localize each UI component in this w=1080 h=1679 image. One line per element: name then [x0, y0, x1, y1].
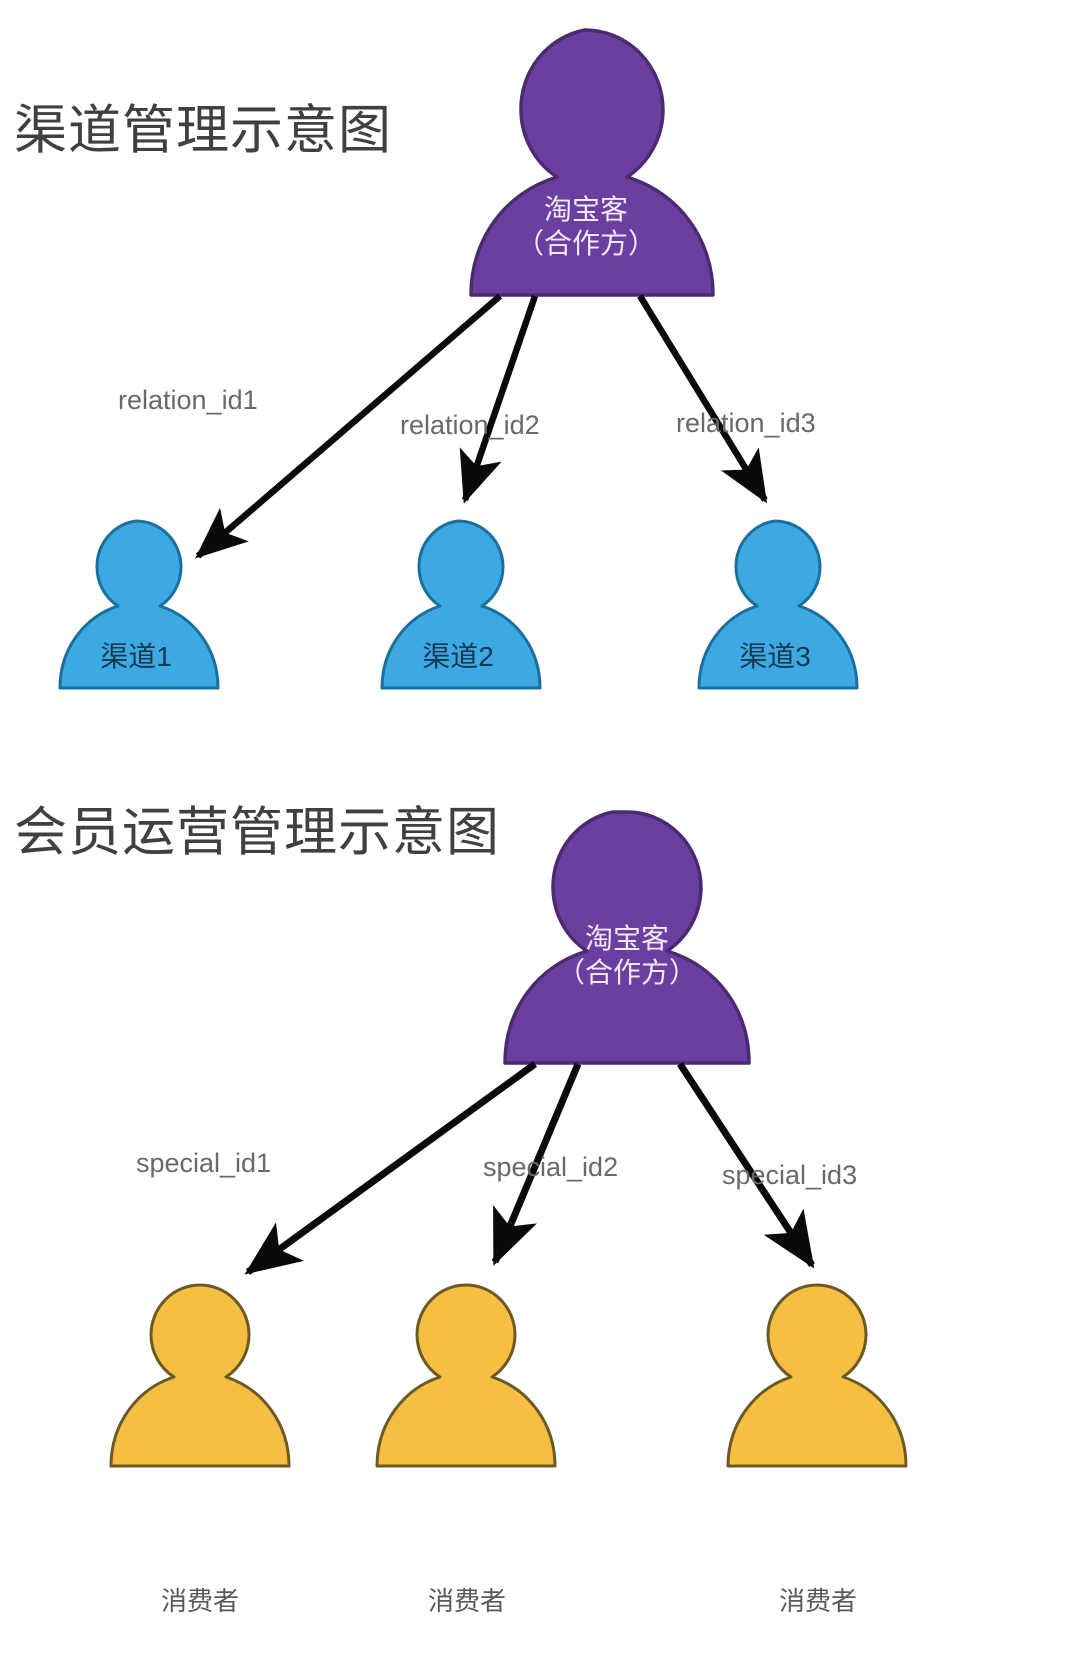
edge-special-id3 — [677, 1062, 815, 1269]
node-label-taobaoke-name-2: 淘宝客 — [584, 923, 669, 954]
node-consumer-3[interactable] — [726, 1283, 908, 1468]
node-label-taobaoke-subtitle: （合作方） — [515, 228, 656, 259]
edge-relation-id1 — [195, 293, 503, 559]
node-label-taobaoke-section1: 淘宝客 （合作方） — [466, 193, 706, 261]
section-title-channel-management: 渠道管理示意图 — [14, 101, 392, 160]
edge-label-relation-id3: relation_id3 — [676, 408, 816, 438]
node-taobaoke-section2[interactable] — [503, 810, 751, 1065]
edge-label-special-id1: special_id1 — [136, 1148, 272, 1178]
edge-label-special-id2: special_id2 — [483, 1152, 619, 1182]
node-label-channel-3: 渠道3 — [739, 641, 811, 672]
node-taobaoke-section1[interactable] — [469, 28, 715, 297]
section-title-member-operation-management: 会员运营管理示意图 — [14, 803, 500, 862]
node-label-taobaoke-section2: 淘宝客 （合作方） — [508, 922, 746, 990]
edge-special-id2 — [491, 1062, 582, 1266]
node-label-taobaoke-name: 淘宝客 — [543, 194, 628, 225]
edge-relation-id3 — [637, 294, 768, 504]
node-label-taobaoke-subtitle-2: （合作方） — [556, 957, 697, 988]
node-label-consumer-3: 消费者 — [778, 1586, 857, 1616]
node-channel-1[interactable] — [58, 519, 220, 690]
node-label-consumer-1: 消费者 — [160, 1586, 239, 1616]
node-channel-3[interactable] — [697, 519, 859, 690]
edge-label-special-id3: special_id3 — [722, 1160, 858, 1190]
edge-label-relation-id2: relation_id2 — [400, 410, 540, 440]
node-label-consumer-2: 消费者 — [427, 1586, 506, 1616]
node-label-channel-2: 渠道2 — [422, 641, 494, 672]
node-consumer-1[interactable] — [109, 1283, 291, 1468]
edge-label-relation-id1: relation_id1 — [118, 385, 258, 415]
node-label-channel-1: 渠道1 — [100, 641, 172, 672]
edge-special-id1 — [244, 1061, 538, 1275]
node-consumer-2[interactable] — [375, 1283, 557, 1468]
edge-relation-id2 — [459, 294, 539, 504]
node-channel-2[interactable] — [380, 519, 542, 690]
